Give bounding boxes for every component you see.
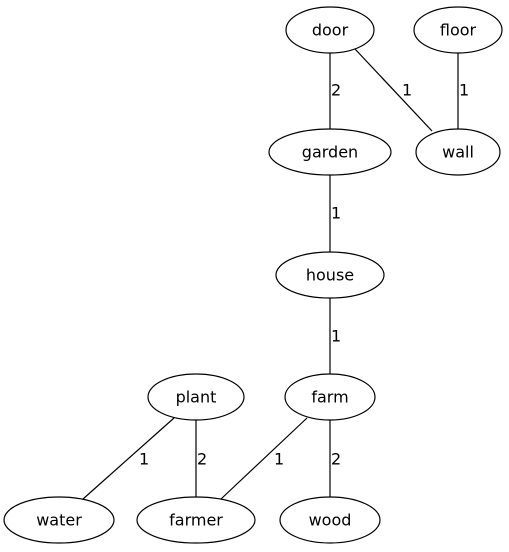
edge-line xyxy=(82,417,175,500)
node-label: wall xyxy=(442,143,474,162)
node-ellipse xyxy=(279,496,381,544)
node-wall: wall xyxy=(415,128,501,176)
node-label: plant xyxy=(176,388,217,407)
edge-door-garden: 2 xyxy=(329,53,341,129)
node-door: door xyxy=(285,6,375,54)
edge-weight-label: 1 xyxy=(331,327,341,346)
edge-house-farm: 1 xyxy=(329,298,341,374)
node-ellipse xyxy=(275,251,385,299)
node-ellipse xyxy=(285,6,375,54)
node-ellipse xyxy=(284,373,376,421)
edge-line xyxy=(220,417,308,500)
edge-farm-farmer: 1 xyxy=(220,417,308,500)
node-label: farm xyxy=(311,388,348,407)
node-label: water xyxy=(36,511,82,530)
node-wood: wood xyxy=(279,496,381,544)
node-ellipse xyxy=(3,496,115,544)
edge-weight-label: 2 xyxy=(331,450,341,469)
edge-weight-label: 2 xyxy=(197,450,207,469)
node-label: garden xyxy=(302,143,358,162)
node-farm: farm xyxy=(284,373,376,421)
edge-plant-water: 1 xyxy=(82,417,175,500)
edge-floor-wall: 1 xyxy=(457,53,469,129)
node-ellipse xyxy=(413,6,503,54)
node-ellipse xyxy=(136,496,256,544)
edges-layer: 2 1 1 1 1 1 2 1 2 xyxy=(82,48,469,500)
node-label: door xyxy=(312,21,349,40)
edge-line xyxy=(354,48,433,132)
edge-weight-label: 2 xyxy=(331,81,341,100)
node-label: floor xyxy=(440,21,477,40)
node-label: farmer xyxy=(169,511,223,530)
node-water: water xyxy=(3,496,115,544)
node-house: house xyxy=(275,251,385,299)
edge-weight-label: 1 xyxy=(459,81,469,100)
edge-garden-house: 1 xyxy=(329,175,341,252)
node-label: house xyxy=(306,266,354,285)
node-plant: plant xyxy=(147,373,245,421)
edge-weight-label: 1 xyxy=(274,450,284,469)
node-ellipse xyxy=(147,373,245,421)
edge-weight-label: 1 xyxy=(402,81,412,100)
edge-plant-farmer: 2 xyxy=(195,420,207,497)
edge-weight-label: 1 xyxy=(331,204,341,223)
node-ellipse xyxy=(415,128,501,176)
edge-farm-wood: 2 xyxy=(329,420,341,497)
nodes-layer: door floor garden wall house plant farm water fa… xyxy=(3,6,503,544)
node-farmer: farmer xyxy=(136,496,256,544)
edge-weight-label: 1 xyxy=(139,450,149,469)
edge-door-wall: 1 xyxy=(354,48,433,132)
node-floor: floor xyxy=(413,6,503,54)
node-garden: garden xyxy=(268,128,392,176)
node-label: wood xyxy=(309,511,352,530)
node-ellipse xyxy=(268,128,392,176)
